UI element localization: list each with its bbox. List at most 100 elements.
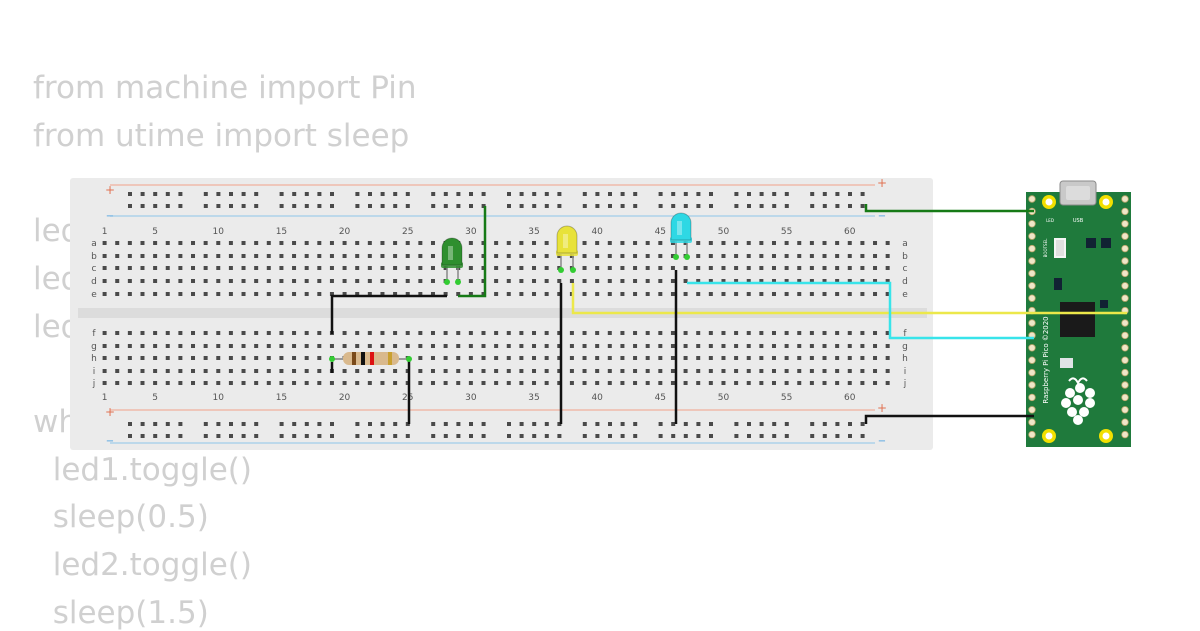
wire-cyan-pico-to-led[interactable] bbox=[687, 281, 1034, 340]
hole bbox=[734, 331, 739, 335]
pin[interactable] bbox=[1121, 232, 1129, 240]
rail-hole bbox=[532, 192, 537, 196]
pin[interactable] bbox=[1028, 195, 1036, 203]
rail-hole bbox=[304, 422, 309, 426]
pin[interactable] bbox=[1121, 418, 1129, 426]
hole bbox=[873, 369, 878, 373]
hole bbox=[418, 369, 423, 373]
column-number: 40 bbox=[591, 393, 603, 403]
led-green[interactable] bbox=[441, 237, 463, 285]
hole bbox=[835, 344, 840, 348]
row-letter: b bbox=[902, 252, 908, 262]
hole bbox=[645, 369, 650, 373]
pin[interactable] bbox=[1028, 220, 1036, 228]
pin[interactable] bbox=[1121, 269, 1129, 278]
hole bbox=[191, 254, 196, 258]
row-letter: h bbox=[91, 354, 97, 364]
pin[interactable] bbox=[1121, 381, 1129, 389]
rail-hole bbox=[292, 434, 297, 438]
pin[interactable] bbox=[1028, 232, 1036, 240]
rail-hole bbox=[292, 422, 297, 426]
hole bbox=[203, 356, 208, 360]
pin[interactable] bbox=[1121, 282, 1129, 290]
rail-hole bbox=[557, 204, 562, 208]
hole bbox=[708, 344, 713, 348]
rail-hole bbox=[696, 204, 701, 208]
pin[interactable] bbox=[1028, 282, 1036, 290]
code-line: from machine import Pin bbox=[33, 70, 417, 106]
pin[interactable] bbox=[1121, 356, 1129, 364]
pin[interactable] bbox=[1121, 331, 1129, 340]
pin[interactable] bbox=[1028, 406, 1036, 414]
pin[interactable] bbox=[1028, 344, 1036, 352]
pin[interactable] bbox=[1028, 269, 1036, 278]
pin[interactable] bbox=[1028, 430, 1036, 439]
pin[interactable] bbox=[1028, 244, 1036, 253]
hole bbox=[355, 369, 360, 373]
pin[interactable] bbox=[1121, 244, 1129, 253]
hole bbox=[228, 356, 233, 360]
pin[interactable] bbox=[1028, 381, 1036, 389]
column-number: 25 bbox=[402, 227, 413, 237]
wire-black-led-green-to-resistor[interactable] bbox=[330, 294, 447, 334]
hole bbox=[759, 356, 764, 360]
chip-small bbox=[1054, 278, 1062, 290]
hole bbox=[607, 266, 612, 270]
rail-hole bbox=[254, 192, 259, 196]
hole bbox=[165, 331, 170, 335]
pin[interactable] bbox=[1028, 294, 1036, 302]
hole bbox=[481, 254, 486, 258]
hole bbox=[380, 241, 385, 245]
pin[interactable] bbox=[1121, 430, 1129, 439]
pin[interactable] bbox=[1028, 356, 1036, 364]
pin[interactable] bbox=[1121, 294, 1129, 302]
hole bbox=[620, 331, 625, 335]
pin[interactable] bbox=[1121, 319, 1129, 327]
hole bbox=[670, 292, 675, 296]
hole bbox=[127, 279, 132, 283]
code-line: sleep(1.5) bbox=[33, 594, 209, 631]
hole bbox=[620, 344, 625, 348]
hole bbox=[721, 266, 726, 270]
led-yellow[interactable] bbox=[556, 225, 578, 273]
led-cyan[interactable] bbox=[670, 212, 692, 260]
pin[interactable] bbox=[1121, 368, 1129, 377]
pin[interactable] bbox=[1028, 319, 1036, 327]
pin[interactable] bbox=[1121, 344, 1129, 352]
rail-hole bbox=[304, 434, 309, 438]
hole bbox=[708, 279, 713, 283]
pin[interactable] bbox=[1121, 257, 1129, 265]
rail-hole bbox=[835, 434, 840, 438]
wire-yellow-pico-to-led[interactable] bbox=[571, 283, 1127, 315]
rail-hole bbox=[380, 204, 385, 208]
pin[interactable] bbox=[1028, 418, 1036, 426]
wire-green-gpio-to-led[interactable] bbox=[458, 206, 487, 298]
pin[interactable] bbox=[1028, 393, 1036, 402]
pin[interactable] bbox=[1121, 195, 1129, 203]
hole bbox=[418, 279, 423, 283]
hole bbox=[165, 292, 170, 296]
rail-hole bbox=[393, 422, 398, 426]
pin[interactable] bbox=[1121, 406, 1129, 414]
hole bbox=[797, 369, 802, 373]
hole bbox=[430, 279, 435, 283]
hole bbox=[708, 241, 713, 245]
rail-hole bbox=[860, 434, 865, 438]
hole bbox=[216, 331, 221, 335]
hole bbox=[519, 241, 524, 245]
wire-black-gnd-rail-to-pico[interactable] bbox=[864, 414, 1034, 424]
code-line: led2.toggle() bbox=[33, 547, 252, 583]
hole bbox=[304, 344, 309, 348]
pin[interactable] bbox=[1121, 393, 1129, 402]
pin[interactable] bbox=[1028, 368, 1036, 377]
wire-green-rail-to-pico[interactable] bbox=[864, 204, 1034, 213]
hole bbox=[822, 369, 827, 373]
pin[interactable] bbox=[1028, 257, 1036, 265]
resistor[interactable] bbox=[329, 352, 412, 365]
hole bbox=[557, 331, 562, 335]
pin[interactable] bbox=[1121, 207, 1129, 216]
hole bbox=[645, 381, 650, 385]
pin[interactable] bbox=[1121, 220, 1129, 228]
code-line: sleep(0.5) bbox=[33, 499, 209, 536]
